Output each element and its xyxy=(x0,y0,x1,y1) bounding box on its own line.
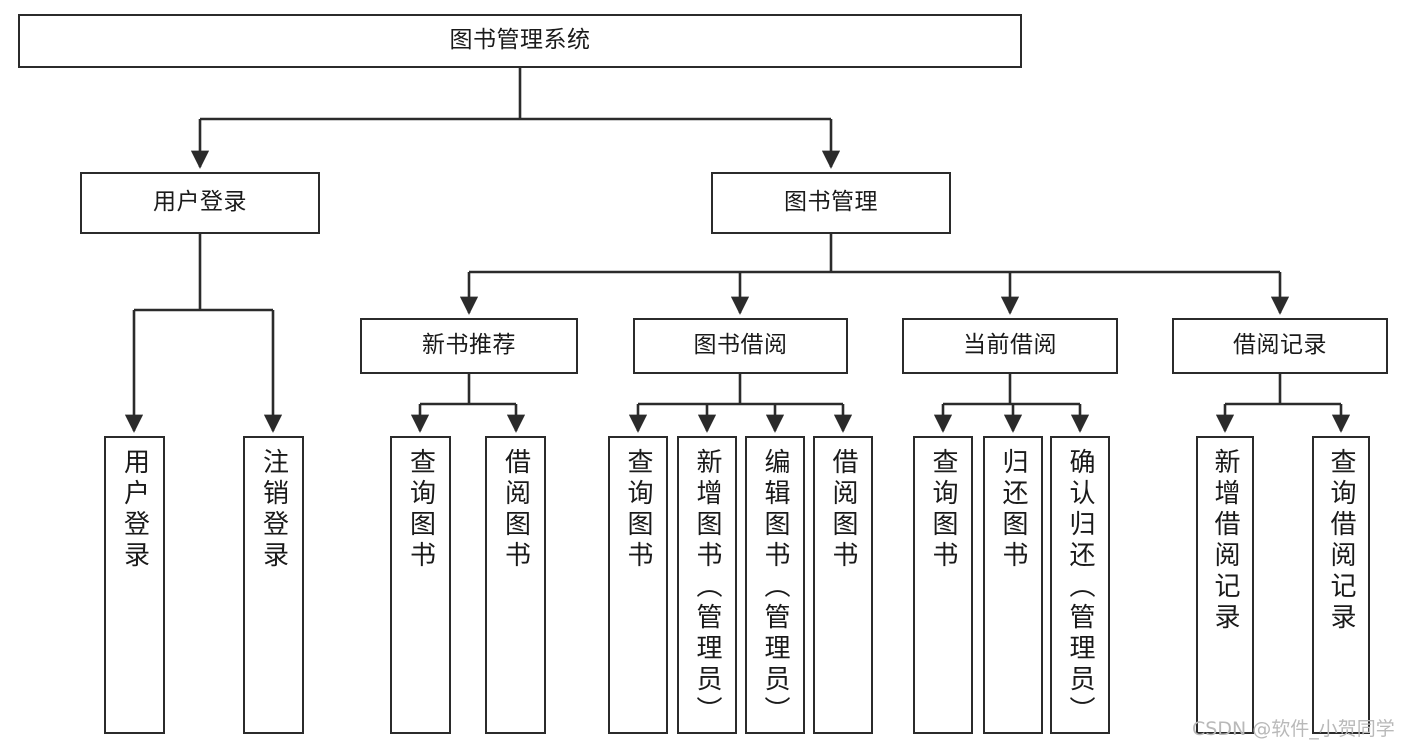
node-leaf-user-logout[interactable]: 注销登录 xyxy=(243,436,304,734)
node-book-manage[interactable]: 图书管理 xyxy=(711,172,951,234)
node-borrow-record-label: 借阅记录 xyxy=(1233,332,1327,359)
node-leaf-query-book-rec-label: 查询图书 xyxy=(405,448,436,572)
node-book-borrow-label: 图书借阅 xyxy=(693,332,788,359)
node-current-borrow-label: 当前借阅 xyxy=(963,332,1057,359)
node-book-manage-label: 图书管理 xyxy=(784,189,878,216)
node-leaf-edit-book-admin[interactable]: 编辑图书（管理员） xyxy=(745,436,805,734)
node-leaf-query-book-borrow-label: 查询图书 xyxy=(623,448,653,572)
node-leaf-query-borrow-record[interactable]: 查询借阅记录 xyxy=(1312,436,1370,734)
node-leaf-borrow-book-label: 借阅图书 xyxy=(828,448,858,572)
node-leaf-query-book-borrow[interactable]: 查询图书 xyxy=(608,436,668,734)
node-leaf-return-book-label: 归还图书 xyxy=(998,448,1028,572)
node-leaf-add-borrow-record[interactable]: 新增借阅记录 xyxy=(1196,436,1254,734)
node-user-login[interactable]: 用户登录 xyxy=(80,172,320,234)
node-book-borrow[interactable]: 图书借阅 xyxy=(633,318,848,374)
node-leaf-add-book-admin-label: 新增图书（管理员） xyxy=(692,448,722,727)
node-new-book-recommend-label: 新书推荐 xyxy=(422,332,516,359)
node-leaf-query-book-current[interactable]: 查询图书 xyxy=(913,436,973,734)
node-leaf-edit-book-admin-label: 编辑图书（管理员） xyxy=(760,448,790,727)
node-leaf-user-login-label: 用户登录 xyxy=(119,448,150,572)
node-leaf-borrow-book[interactable]: 借阅图书 xyxy=(813,436,873,734)
node-leaf-query-book-current-label: 查询图书 xyxy=(928,448,958,572)
node-leaf-user-login[interactable]: 用户登录 xyxy=(104,436,165,734)
node-leaf-borrow-book-rec-label: 借阅图书 xyxy=(500,448,531,572)
node-user-login-label: 用户登录 xyxy=(153,189,247,216)
node-new-book-recommend[interactable]: 新书推荐 xyxy=(360,318,578,374)
node-borrow-record[interactable]: 借阅记录 xyxy=(1172,318,1388,374)
node-current-borrow[interactable]: 当前借阅 xyxy=(902,318,1118,374)
node-root[interactable]: 图书管理系统 xyxy=(18,14,1022,68)
node-leaf-query-book-rec[interactable]: 查询图书 xyxy=(390,436,451,734)
node-leaf-add-borrow-record-label: 新增借阅记录 xyxy=(1210,448,1240,634)
node-leaf-confirm-return-admin-label: 确认归还（管理员） xyxy=(1065,448,1095,727)
node-leaf-confirm-return-admin[interactable]: 确认归还（管理员） xyxy=(1050,436,1110,734)
node-leaf-borrow-book-rec[interactable]: 借阅图书 xyxy=(485,436,546,734)
node-root-label: 图书管理系统 xyxy=(449,27,591,54)
csdn-watermark: CSDN @软件_小贺同学 xyxy=(1192,718,1395,740)
node-leaf-add-book-admin[interactable]: 新增图书（管理员） xyxy=(677,436,737,734)
node-leaf-query-borrow-record-label: 查询借阅记录 xyxy=(1326,448,1356,634)
node-leaf-user-logout-label: 注销登录 xyxy=(258,448,289,572)
node-leaf-return-book[interactable]: 归还图书 xyxy=(983,436,1043,734)
